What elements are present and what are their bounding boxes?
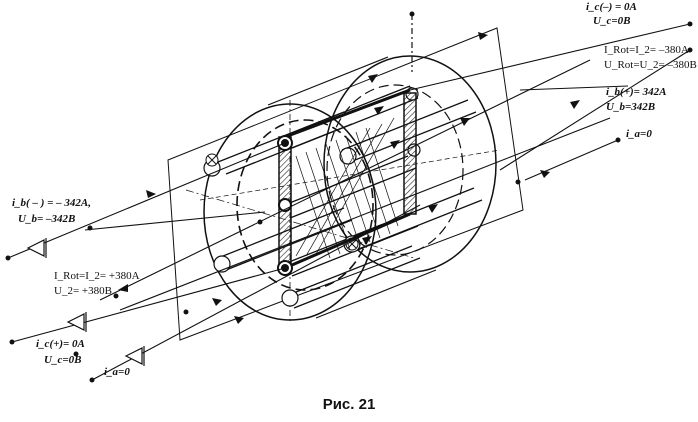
label-uc-minus: U_c=0B — [593, 15, 630, 27]
figure-caption: Рис. 21 — [0, 396, 698, 413]
label-irot-left: I_Rot=I_2= +380A — [54, 270, 140, 282]
diode-c — [68, 312, 86, 332]
label-ia-left: i_a=0 — [104, 366, 130, 378]
rotor-bars — [218, 86, 482, 308]
label-ub-plus: U_b=342B — [606, 101, 655, 113]
label-u2-left: U_2= +380B — [54, 285, 112, 297]
label-urot-right: U_Rot=U_2= –380B — [604, 59, 697, 71]
label-ic-plus: i_c(+)= 0A — [36, 338, 85, 350]
wiring — [8, 24, 690, 395]
label-uc-plus: U_c=0B — [44, 354, 81, 366]
label-ub-minus: U_b= –342B — [18, 213, 75, 225]
label-ia-right: i_a=0 — [626, 128, 652, 140]
label-ib-minus: i_b( – ) = – 342A, — [12, 197, 91, 209]
label-irot-right: I_Rot=I_2= –380A — [604, 44, 689, 56]
section-plane — [168, 28, 523, 340]
diode-a — [126, 346, 144, 366]
diode-b — [28, 238, 46, 258]
label-ib-plus: i_b(+)= 342A — [606, 86, 667, 98]
cylinder-housing — [204, 56, 496, 320]
label-ic-minus: i_c(–) = 0A — [586, 1, 637, 13]
